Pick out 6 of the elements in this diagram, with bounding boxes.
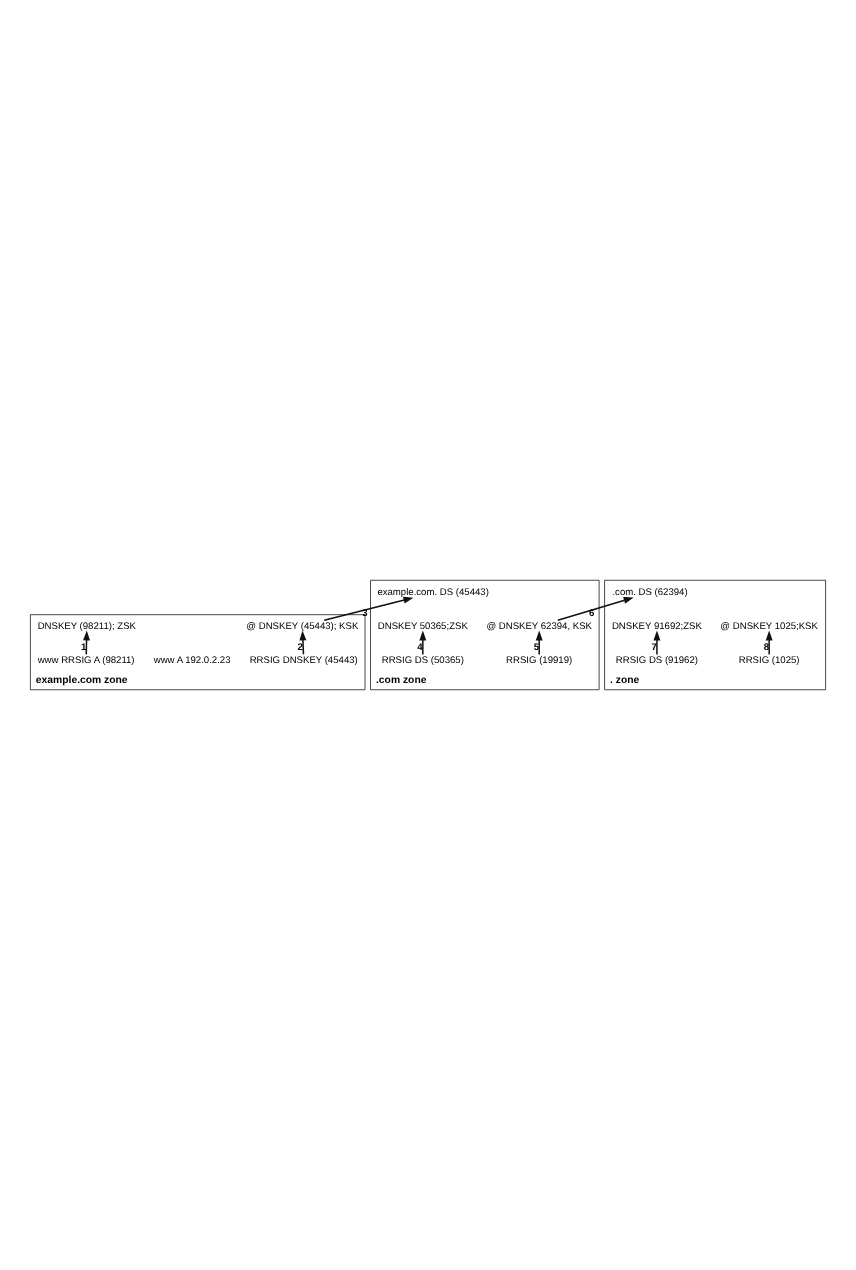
arrow [653,630,661,656]
arrow [299,630,307,656]
arrow [765,630,773,656]
arrow [535,630,543,656]
arrow [557,597,634,621]
arrow [323,596,414,621]
